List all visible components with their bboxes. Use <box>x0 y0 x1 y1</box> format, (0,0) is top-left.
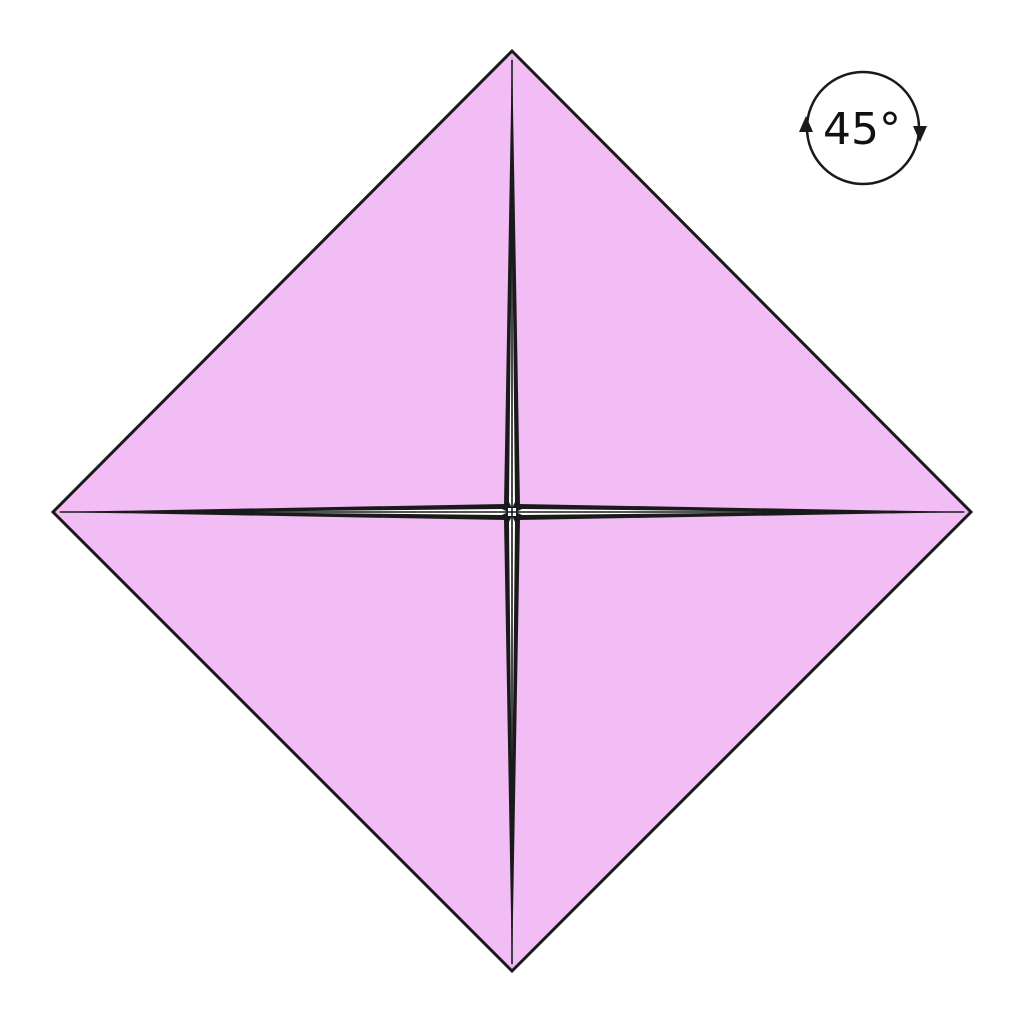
center-gap <box>53 51 971 971</box>
rotation-angle-label: 45° <box>823 104 901 155</box>
rotation-symbol: 45° <box>799 70 927 186</box>
rotate-clockwise-icon <box>799 70 927 186</box>
arrowhead-right <box>913 126 927 142</box>
arrowhead-left <box>799 116 813 132</box>
